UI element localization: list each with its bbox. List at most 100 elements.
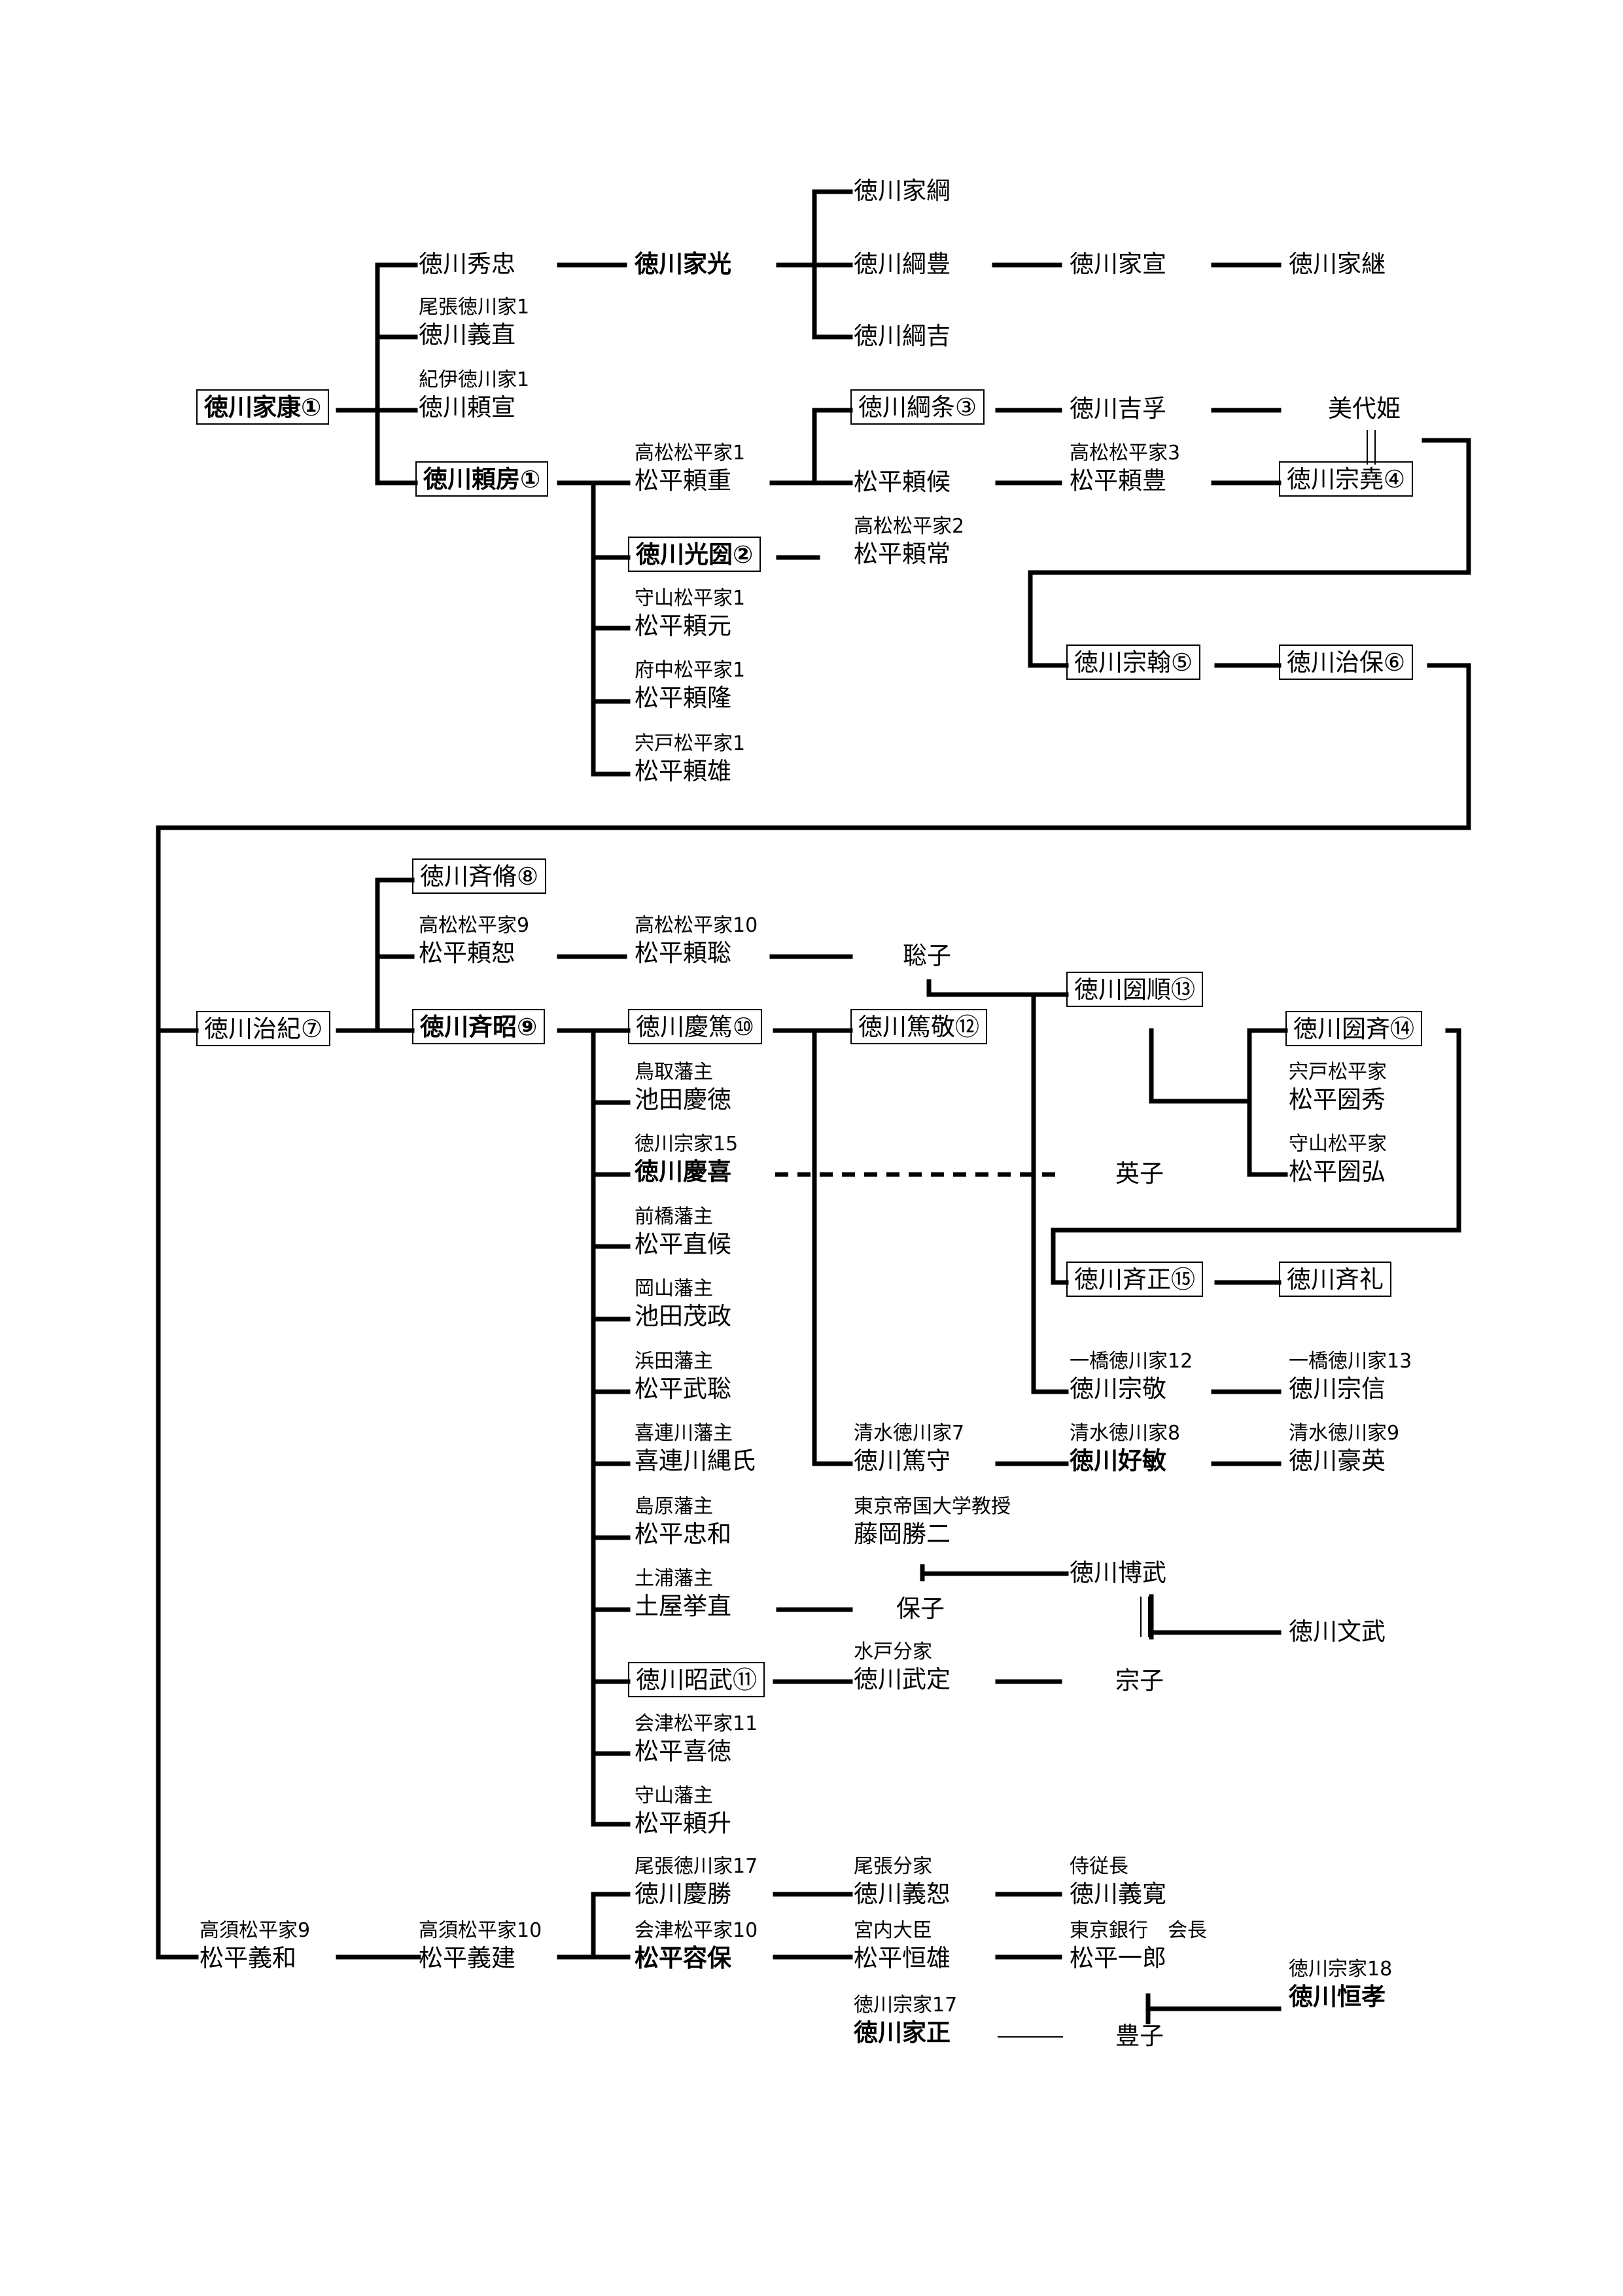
person-yorifusa: 徳川頼房① bbox=[415, 461, 549, 497]
person-subtitle: 東京帝国大学教授 bbox=[854, 1495, 1011, 1518]
person-name: 徳川義寛 bbox=[1070, 1880, 1166, 1908]
person-subtitle: 徳川宗家18 bbox=[1289, 1958, 1393, 1981]
person-name: 徳川宗翰⑤ bbox=[1066, 645, 1201, 680]
person-name: 徳川綱吉 bbox=[854, 322, 951, 350]
person-subtitle: 侍従長 bbox=[1070, 1855, 1128, 1878]
person-name: 徳川綱豊 bbox=[854, 250, 951, 278]
person-hidetada: 徳川秀忠 bbox=[419, 252, 515, 276]
person-name: 宗子 bbox=[1115, 1667, 1164, 1695]
person-name: 松平恒雄 bbox=[854, 1944, 951, 1972]
person-ienobu: 徳川家宣 bbox=[1070, 252, 1166, 276]
person-shigenao: 土浦藩主土屋挙直 bbox=[635, 1569, 731, 1620]
person-yoshihiro2: 侍従長徳川義寛 bbox=[1070, 1855, 1166, 1908]
person-narihiro: 徳川斉礼 bbox=[1279, 1262, 1391, 1297]
person-name: 徳川家綱 bbox=[854, 177, 951, 205]
person-kuniyuki: 徳川圀順⑬ bbox=[1066, 972, 1203, 1007]
person-subtitle: 守山松平家 bbox=[1289, 1133, 1387, 1156]
person-kunihiro: 守山松平家松平圀弘 bbox=[1289, 1135, 1387, 1184]
person-name: 池田慶徳 bbox=[635, 1086, 731, 1114]
person-naoyasu: 前橋藩主松平直候 bbox=[635, 1207, 731, 1257]
person-satoko: 聡子 bbox=[903, 944, 951, 968]
person-subtitle: 宍戸松平家1 bbox=[635, 732, 746, 755]
person-subtitle: 紀伊徳川家1 bbox=[419, 368, 530, 391]
person-name: 徳川治紀⑦ bbox=[196, 1011, 331, 1046]
person-munemoto: 徳川宗翰⑤ bbox=[1066, 645, 1201, 680]
person-ieyasu: 徳川家康① bbox=[196, 389, 330, 425]
person-name: 保子 bbox=[896, 1595, 945, 1623]
person-narimasa: 徳川斉正⑮ bbox=[1066, 1262, 1203, 1297]
person-takesada: 水戸分家徳川武定 bbox=[854, 1640, 951, 1693]
person-subtitle: 島原藩主 bbox=[635, 1495, 713, 1518]
person-name: 松平頼恕 bbox=[419, 939, 515, 967]
person-tsuneo: 宮内大臣松平恒雄 bbox=[854, 1921, 951, 1972]
person-name: 英子 bbox=[1115, 1159, 1164, 1188]
person-name: 徳川慶喜 bbox=[635, 1157, 731, 1186]
person-kunizane: 徳川圀斉⑭ bbox=[1285, 1011, 1422, 1046]
person-harumori: 徳川治保⑥ bbox=[1279, 645, 1414, 680]
person-subtitle: 喜連川藩主 bbox=[635, 1422, 733, 1445]
person-hirotake: 徳川博武 bbox=[1070, 1561, 1166, 1585]
person-iemitsu: 徳川家光 bbox=[635, 252, 731, 276]
person-name: 松平頼升 bbox=[635, 1809, 731, 1837]
person-name: 徳川博武 bbox=[1070, 1559, 1166, 1587]
person-name: 松平頼元 bbox=[635, 612, 731, 640]
person-subtitle: 高松松平家2 bbox=[854, 515, 965, 538]
person-name: 松平容保 bbox=[635, 1944, 731, 1972]
person-miyohime: 美代姫 bbox=[1328, 397, 1401, 421]
person-harutoshi: 徳川治紀⑦ bbox=[196, 1011, 331, 1046]
person-name: 松平圀秀 bbox=[1289, 1086, 1386, 1114]
person-ietsugu: 徳川家継 bbox=[1289, 252, 1386, 276]
person-subtitle: 宍戸松平家 bbox=[1289, 1061, 1387, 1084]
person-subtitle: 水戸分家 bbox=[854, 1640, 932, 1663]
person-muneko: 宗子 bbox=[1115, 1669, 1164, 1693]
person-subtitle: 清水徳川家7 bbox=[854, 1422, 965, 1445]
person-tadakazu: 島原藩主松平忠和 bbox=[635, 1495, 731, 1548]
person-name: 徳川斉昭⑨ bbox=[412, 1009, 546, 1044]
person-name: 松平義和 bbox=[200, 1944, 296, 1972]
person-subtitle: 高松松平家3 bbox=[1070, 442, 1181, 465]
person-subtitle: 高松松平家10 bbox=[635, 914, 758, 937]
person-yoshiatsu: 徳川慶篤⑩ bbox=[628, 1009, 763, 1044]
person-tsunayoshi: 徳川綱吉 bbox=[854, 324, 951, 348]
person-name: 喜連川縄氏 bbox=[635, 1447, 756, 1475]
person-atsuyoshi: 徳川篤敬⑫ bbox=[850, 1009, 987, 1044]
person-akitake: 徳川昭武⑪ bbox=[628, 1662, 765, 1697]
person-name: 松平頼雄 bbox=[635, 757, 731, 785]
person-name: 徳川斉礼 bbox=[1279, 1262, 1391, 1297]
person-subtitle: 徳川宗家15 bbox=[635, 1133, 739, 1156]
person-name: 池田茂政 bbox=[635, 1302, 731, 1330]
person-name: 松平忠和 bbox=[635, 1520, 731, 1548]
person-name: 徳川圀順⑬ bbox=[1066, 972, 1203, 1007]
person-subtitle: 尾張分家 bbox=[854, 1855, 932, 1878]
person-subtitle: 高須松平家9 bbox=[200, 1919, 311, 1942]
person-name: 松平頼豊 bbox=[1070, 467, 1166, 495]
person-tsunashige: 徳川綱豊 bbox=[854, 252, 951, 276]
person-name: 徳川武定 bbox=[854, 1665, 951, 1693]
person-fujioka: 東京帝国大学教授藤岡勝二 bbox=[854, 1495, 1011, 1548]
person-name: 藤岡勝二 bbox=[854, 1520, 951, 1548]
person-name: 徳川頼宣 bbox=[419, 393, 515, 421]
person-name: 土屋挙直 bbox=[635, 1592, 731, 1620]
person-name: 徳川家康① bbox=[196, 389, 330, 425]
person-name: 松平頼重 bbox=[635, 467, 731, 495]
person-name: 徳川文武 bbox=[1289, 1617, 1386, 1646]
person-munetaka: 徳川宗堯④ bbox=[1279, 461, 1414, 497]
person-name: 徳川義直 bbox=[419, 321, 515, 349]
person-narinobu: 徳川斉脩⑧ bbox=[412, 858, 547, 894]
